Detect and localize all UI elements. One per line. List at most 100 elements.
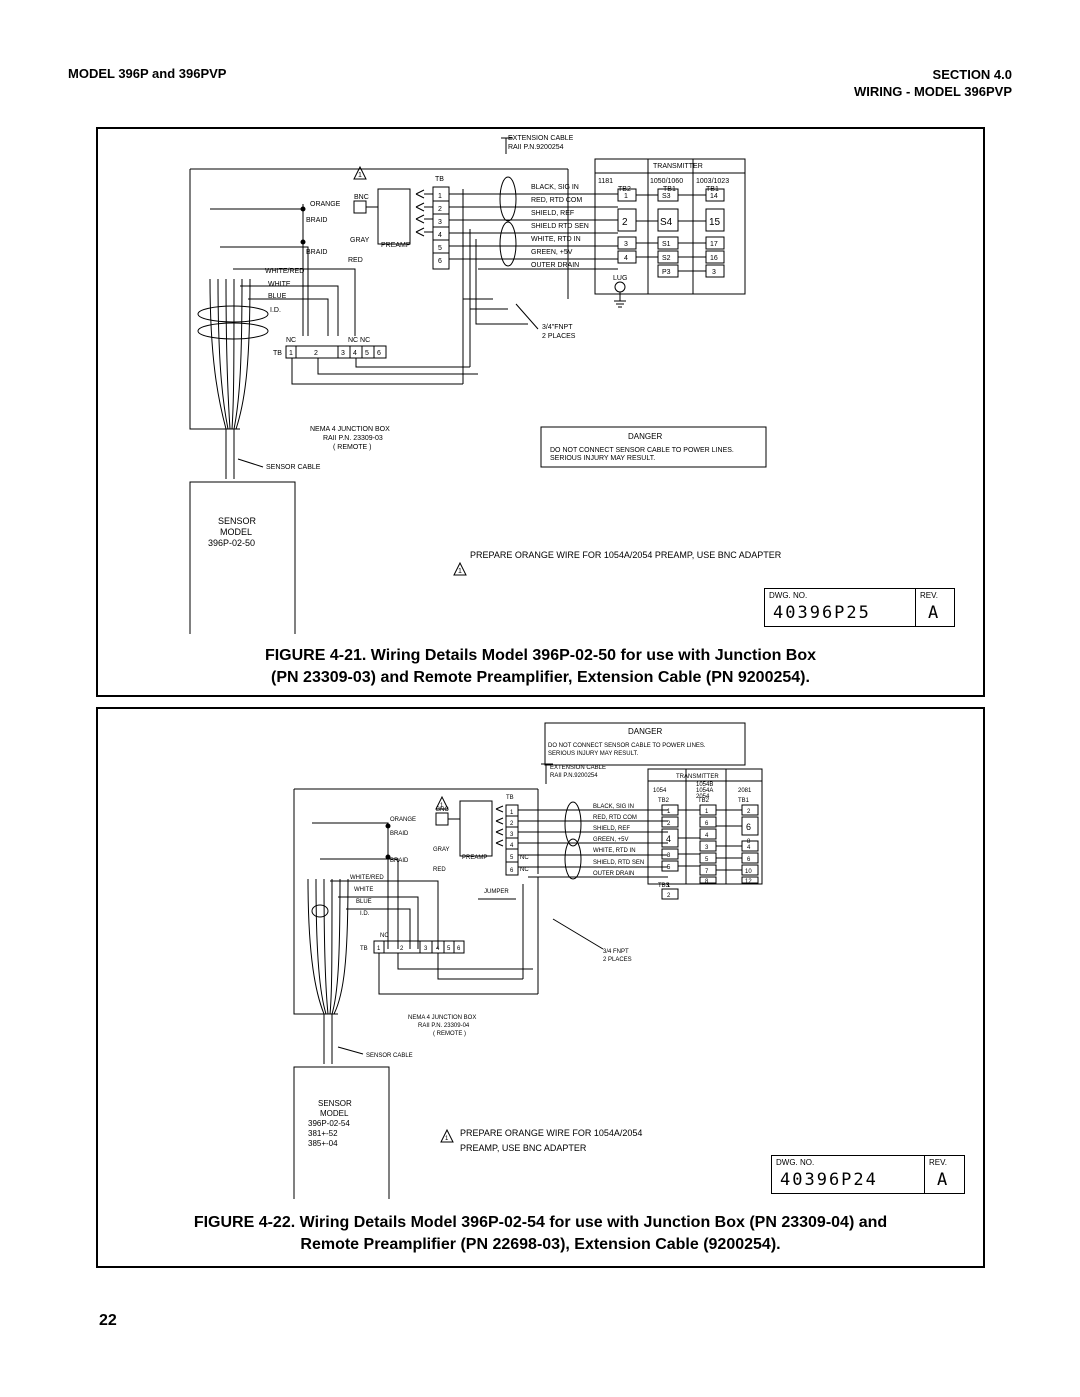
fig22-tx2-term: 6: [705, 821, 709, 827]
fig22-cable-pn-label: RAII P.N.9200254: [550, 773, 598, 779]
header-section-number: SECTION 4.0: [932, 67, 1012, 82]
fig22-blue-label: BLUE: [356, 899, 372, 905]
fig22-wire-label: SHIELD, RTD SEN: [593, 860, 644, 866]
fig22-bottom-term: 4: [436, 946, 440, 952]
fig22-places-label: 2 PLACES: [603, 957, 632, 963]
fig22-tb2b-label: TB2: [698, 798, 710, 804]
fig21-white-label: WHITE: [268, 281, 291, 288]
fig22-bottom-term: 5: [447, 946, 451, 952]
fig21-danger-title: DANGER: [628, 432, 662, 441]
fig22-note-line2: PREAMP, USE BNC ADAPTER: [460, 1143, 587, 1153]
fig21-bottom-term: 2: [314, 350, 318, 357]
caption-line: FIGURE 4-21. Wiring Details Model 396P-0…: [264, 647, 817, 664]
fig22-tb1-label: TB1: [738, 798, 750, 804]
caption-line: (PN 23309-03) and Remote Preamplifier, E…: [271, 669, 810, 686]
fig21-wire-label: OUTER DRAIN: [531, 262, 579, 269]
fig21-tb1-term: S4: [660, 217, 673, 228]
fig21-id-label: I.D.: [270, 307, 281, 314]
fig21-jb-term: 4: [438, 232, 442, 239]
fig21-rai-jb-label: RAII P.N. 23309-03: [323, 435, 383, 442]
fig21-extension-cable-label: EXTENSION CABLE: [508, 135, 574, 142]
fig22-tx3-term: 6: [746, 822, 751, 832]
fig21-rev-label: REV.: [920, 591, 938, 600]
fig22-rev: A: [937, 1170, 950, 1190]
fig21-nc1-label: NC: [286, 337, 296, 344]
fig21-red-label: RED: [348, 257, 363, 264]
fig21-danger-line1: DO NOT CONNECT SENSOR CABLE TO POWER LIN…: [550, 447, 734, 454]
fig22-tb-bottom-label: TB: [360, 946, 368, 952]
fig22-wire-label: WHITE, RTD IN: [593, 848, 636, 854]
fig22-note-mark: 1: [445, 1136, 449, 1142]
fig21-jb-term: 1: [438, 193, 442, 200]
fig21-tb1b-term: 14: [710, 193, 718, 200]
fig21-remote-label: ( REMOTE ): [333, 444, 372, 451]
fig22-white-red-label: WHITE/RED: [350, 875, 384, 881]
header-section: SECTION 4.0 WIRING - MODEL 396PVP: [854, 66, 1012, 100]
fig22-remote-label: ( REMOTE ): [433, 1031, 466, 1037]
caption-line: FIGURE 4-22. Wiring Details Model 396P-0…: [193, 1214, 888, 1231]
fig21-jb-term: 2: [438, 206, 442, 213]
fig22-tb3-term: 2: [667, 893, 671, 899]
fig21-tb2-term: 2: [622, 217, 628, 228]
fig22-bottom-term: 1: [377, 946, 381, 952]
fig22-tx3-term: 6: [747, 857, 751, 863]
fig21-tb2-term: 4: [624, 255, 628, 262]
fig22-danger-line2: SERIOUS INJURY MAY RESULT.: [548, 751, 638, 757]
fig22-wire-label: BLACK, SIG IN: [593, 804, 634, 810]
fig22-tb-label: TB: [506, 795, 514, 801]
fig21-tb-bottom-label: TB: [273, 350, 282, 357]
page-number: 22: [99, 1312, 117, 1329]
fig22-tx2-term: 3: [705, 845, 709, 851]
fig22-nc-b-label: NC: [520, 867, 529, 873]
fig21-transmitter-label: TRANSMITTER: [653, 163, 703, 170]
fig21-bnc-label: BNC: [354, 194, 369, 201]
fig21-sensor-line1: SENSOR: [218, 516, 257, 526]
fig21-note: PREPARE ORANGE WIRE FOR 1054A/2054 PREAM…: [470, 550, 782, 560]
fig22-gray-label: GRAY: [433, 847, 450, 853]
fig22-tx3-term: 2: [747, 809, 751, 815]
fig22-dwg-label: DWG. NO.: [776, 1158, 815, 1167]
fig22-jb-term: 1: [510, 810, 514, 816]
fig21-rev: A: [928, 603, 941, 623]
fig21-jb-term: 5: [438, 245, 442, 252]
fig21-drawing-number-block: DWG. NO. 40396P25 REV. A: [764, 588, 955, 627]
fig21-braid1-label: BRAID: [306, 217, 327, 224]
fig22-nc-label: NC: [380, 933, 389, 939]
fig21-wire-label: GREEN, +5V: [531, 249, 573, 256]
fig22-warning-mark: 1: [440, 803, 444, 809]
fig21-tb1b-term: 15: [709, 217, 721, 228]
fig22-rai-jb-label: RAII P.N. 23309-04: [418, 1023, 470, 1029]
figure-4-22-caption: FIGURE 4-22. Wiring Details Model 396P-0…: [98, 1212, 983, 1256]
fig22-tx3-term: 4: [747, 845, 751, 851]
fig22-tx2-term: 5: [705, 857, 709, 863]
fig21-tb1-term: S2: [662, 255, 671, 262]
fig22-tx3-term: 12: [745, 879, 752, 885]
fig21-tx-col3: 1003/1023: [696, 178, 729, 185]
header-model: MODEL 396P and 396PVP: [68, 66, 227, 81]
fig22-tb3-label: TB3: [658, 883, 670, 889]
figure-4-21-panel: EXTENSION CABLE RAII P.N.9200254 TRANSMI…: [96, 127, 985, 697]
fig22-nema-label: NEMA 4 JUNCTION BOX: [408, 1015, 476, 1021]
fig22-sensor-line2: MODEL: [320, 1109, 349, 1118]
fig22-braid2-label: BRAID: [390, 858, 409, 864]
figure-4-22-wiring-diagram: DANGER DO NOT CONNECT SENSOR CABLE TO PO…: [293, 722, 763, 1199]
fig22-note-line1: PREPARE ORANGE WIRE FOR 1054A/2054: [460, 1128, 642, 1138]
fig22-nc-a-label: NC: [520, 855, 529, 861]
fig21-nema-label: NEMA 4 JUNCTION BOX: [310, 426, 390, 433]
fig22-bottom-term: 3: [424, 946, 428, 952]
fig22-tx2-term: 4: [705, 833, 709, 839]
fig22-id-label: I.D.: [360, 911, 370, 917]
fig22-sensor-line3: 396P-02-54: [308, 1119, 350, 1128]
fig22-braid1-label: BRAID: [390, 831, 409, 837]
fig22-tb3-term: 1: [667, 883, 671, 889]
fig22-danger-title: DANGER: [628, 727, 662, 736]
fig22-preamp-label: PREAMP: [462, 855, 487, 861]
fig22-danger-line1: DO NOT CONNECT SENSOR CABLE TO POWER LIN…: [548, 743, 706, 749]
fig22-tb2-label: TB2: [658, 798, 670, 804]
fig21-danger-line2: SERIOUS INJURY MAY RESULT.: [550, 455, 655, 462]
fig22-wire-label: OUTER DRAIN: [593, 871, 634, 877]
fig22-jb-term: 6: [510, 868, 514, 874]
fig22-tx-col2a: 1054B: [696, 782, 713, 788]
fig21-wire-label: SHIELD, REF: [531, 210, 574, 217]
fig21-tb2-term: 3: [624, 241, 628, 248]
